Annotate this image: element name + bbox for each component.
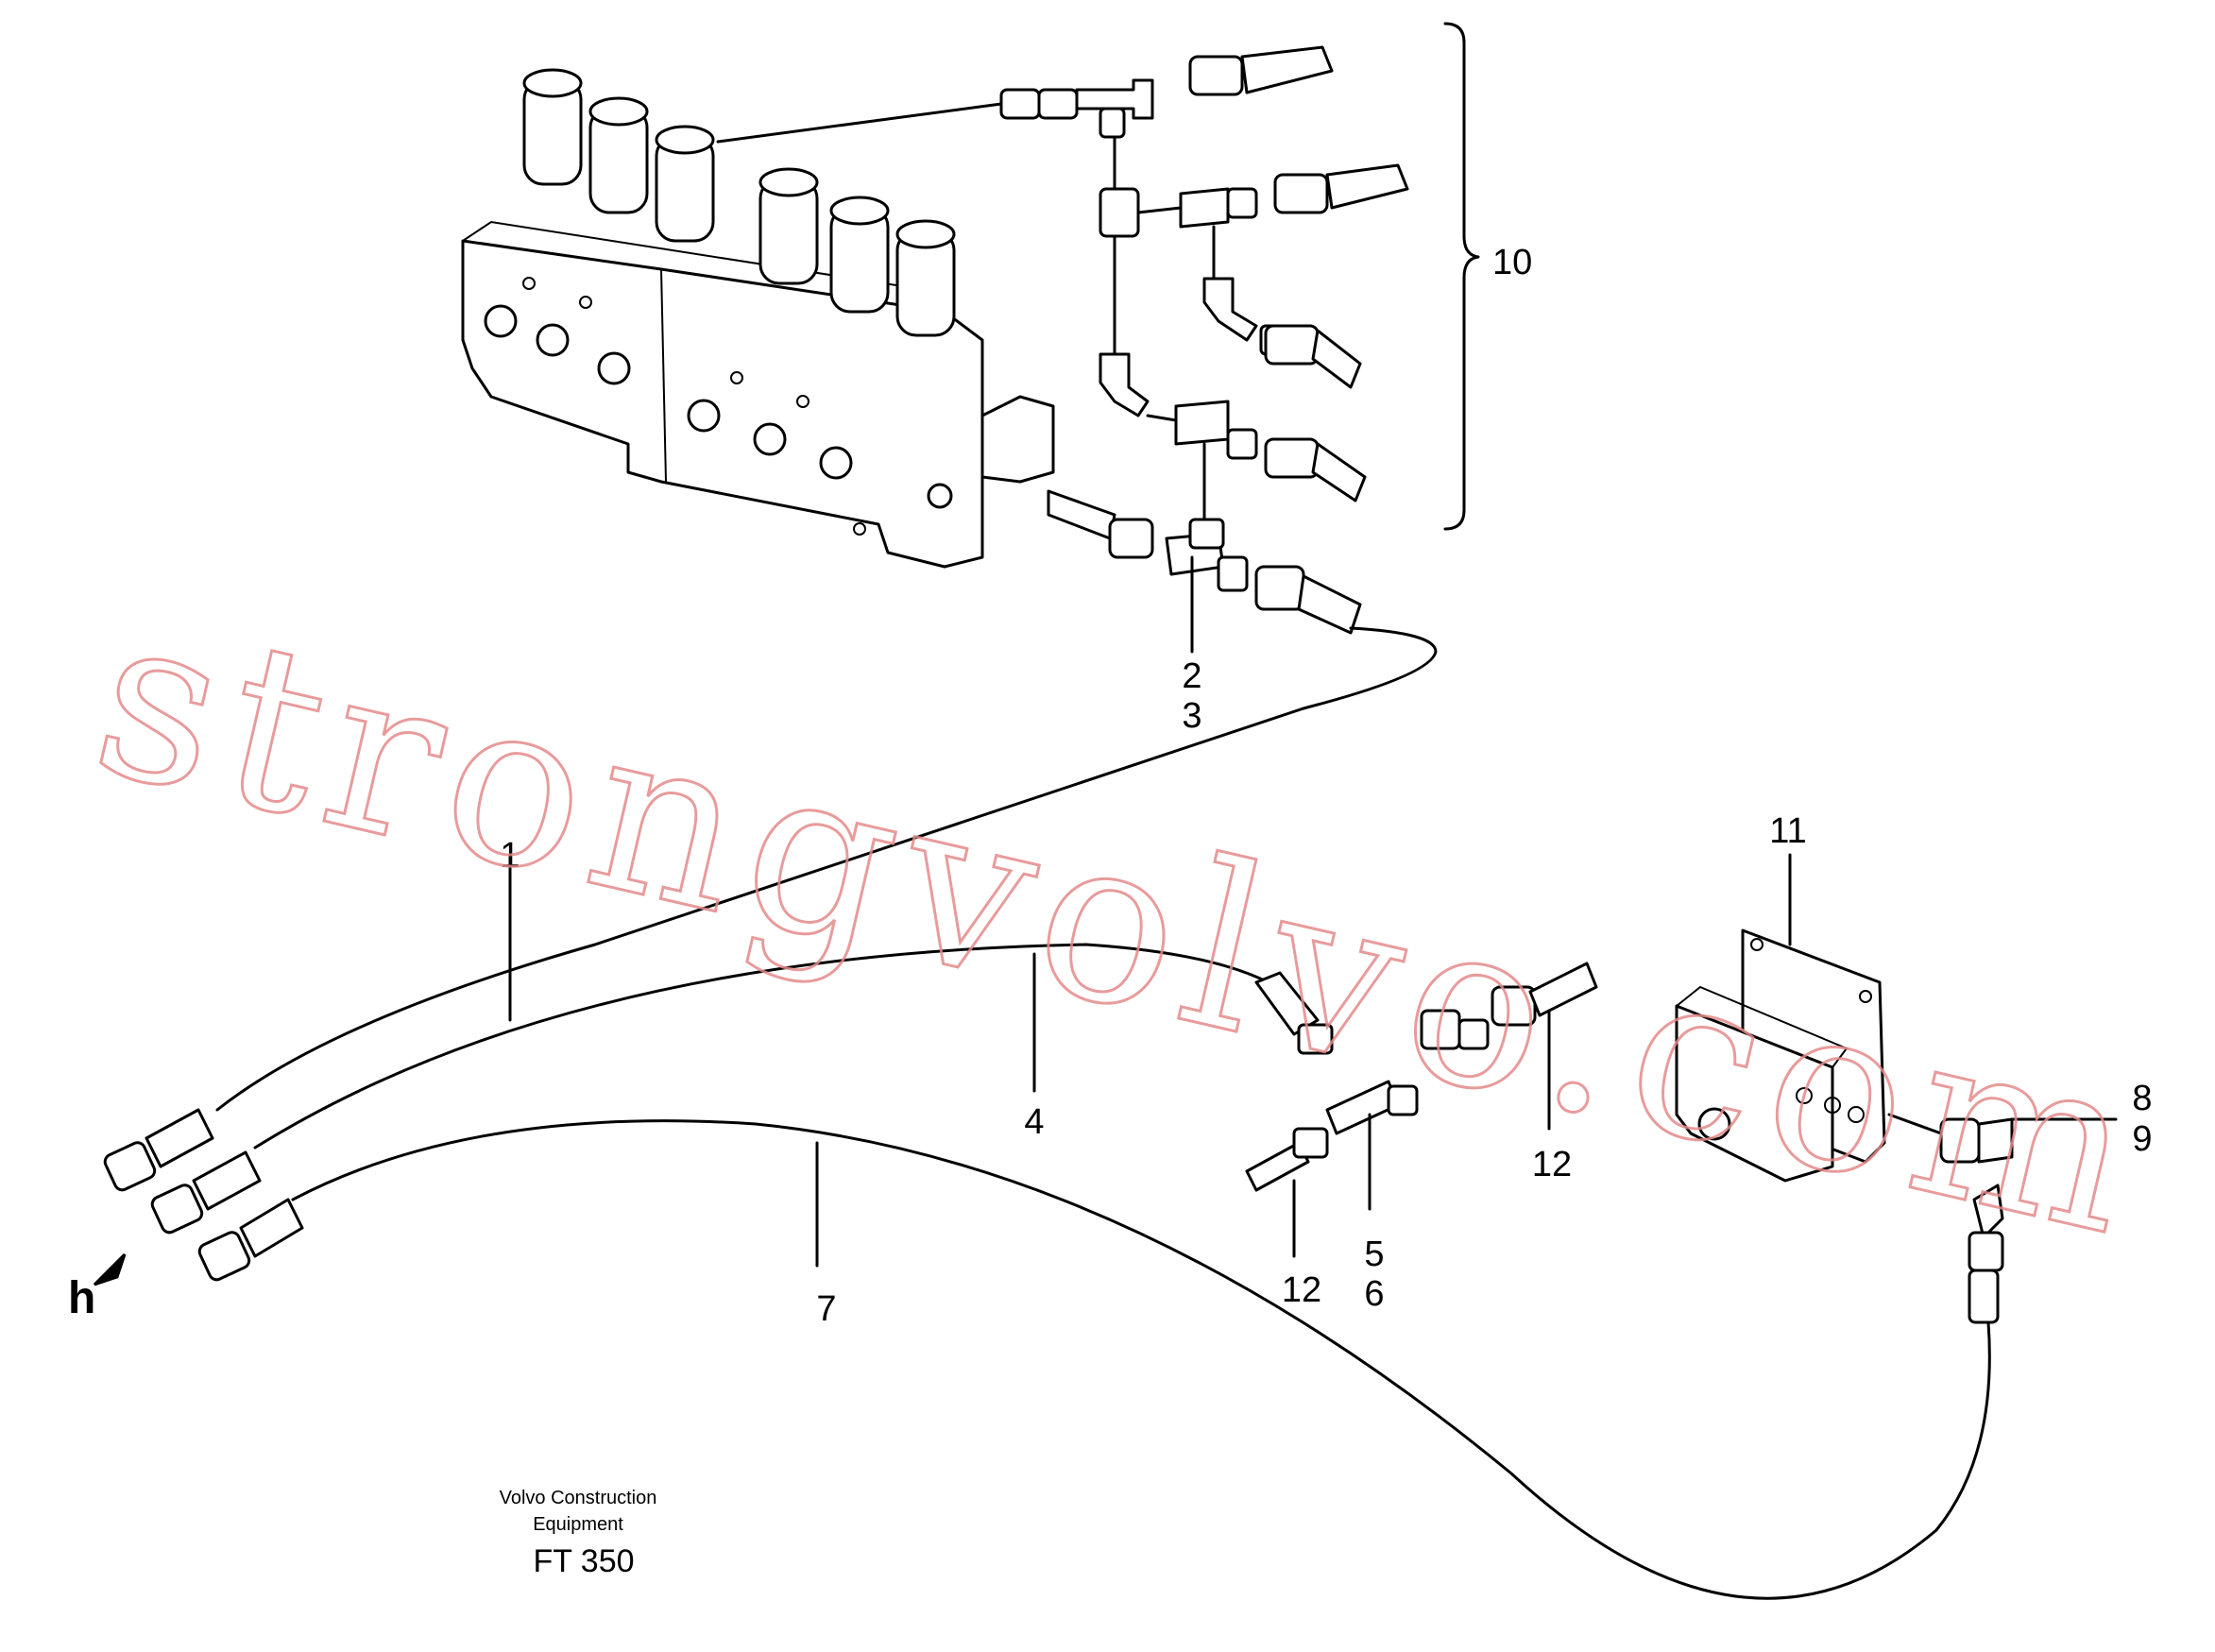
view-marker-h: h: [68, 1273, 95, 1323]
valve-bolts: [484, 277, 953, 536]
footer-line-1: Volvo Construction: [500, 1488, 657, 1508]
footer-line-2: Equipment: [533, 1514, 623, 1535]
callout-10: 10: [1492, 243, 1532, 282]
callout-8: 8: [2132, 1079, 2152, 1118]
callout-2: 2: [1182, 656, 1201, 696]
tee-fitting: [1047, 489, 1362, 635]
control-valve-block: [461, 68, 1055, 569]
callout-labels: 2 3 1 4 7 12 5 6 12 11 10 8 9 h: [68, 243, 2153, 1329]
footer-code: FT 350: [533, 1543, 634, 1579]
view-arrow-icon: [93, 1252, 127, 1286]
callout-7: 7: [816, 1289, 836, 1329]
callout-9: 9: [2132, 1119, 2152, 1159]
hose-lines: [215, 626, 1991, 1600]
hose-end-fittings: [103, 1108, 304, 1282]
callout-5: 5: [1364, 1235, 1384, 1274]
middle-fittings: [1245, 962, 1598, 1192]
leader-lines: [508, 555, 2118, 1268]
pilot-line-bundle: [716, 45, 1409, 521]
callout-6: 6: [1364, 1274, 1384, 1314]
callout-12-right: 12: [1532, 1145, 1572, 1184]
watermark: strongvolvo.com: [75, 561, 2171, 1289]
callout-12-left: 12: [1282, 1270, 1321, 1310]
callout-11: 11: [1769, 811, 1806, 851]
foot-valve: [1675, 928, 2014, 1324]
callout-4: 4: [1024, 1102, 1044, 1142]
callout-3: 3: [1182, 696, 1201, 736]
bundle-brace: [1443, 22, 1480, 531]
footer-block: Volvo Construction Equipment FT 350: [500, 1488, 657, 1579]
callout-1: 1: [500, 836, 520, 876]
solenoid-caps: [522, 68, 956, 337]
